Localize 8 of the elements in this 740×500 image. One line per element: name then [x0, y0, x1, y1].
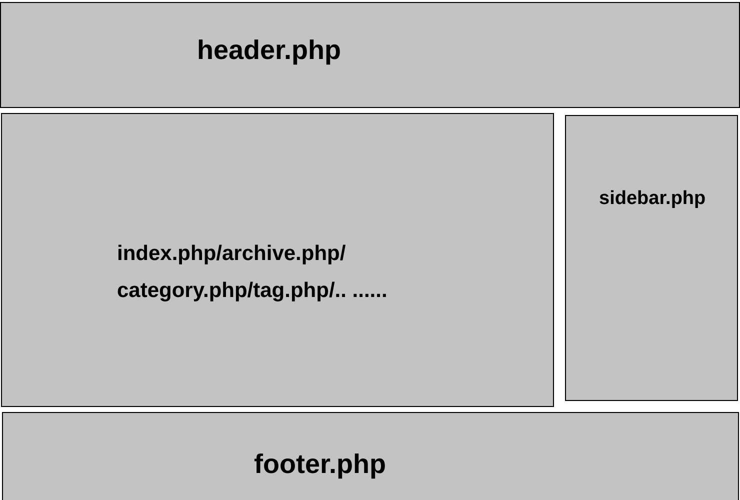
file-name-label: footer.php — [254, 448, 387, 481]
layout-region-box — [1, 113, 554, 407]
file-name-label: header.php — [197, 34, 342, 67]
file-name-label: index.php/archive.php/ category.php/tag.php/.. ...... — [117, 241, 388, 304]
layout-region-box — [2, 412, 739, 500]
layout-region-box — [0, 2, 740, 108]
layout-region-box — [565, 115, 738, 401]
file-name-label: sidebar.php — [599, 187, 707, 211]
